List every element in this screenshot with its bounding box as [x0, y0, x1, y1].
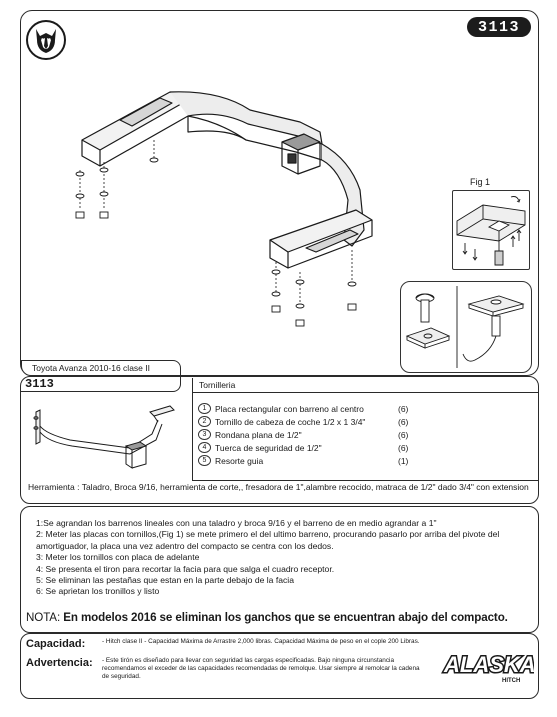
bolt-plate-detail	[400, 281, 532, 373]
list-item: 4: Se presenta el tiron para recortar la…	[36, 563, 335, 574]
list-item: 2: Meter las placas con tornillos,(Fig 1…	[36, 529, 500, 551]
installation-steps: 1:Se agrandan los barrenos lineales con …	[36, 518, 536, 598]
list-item: 5: Se eliminan las pestañas que estan en…	[36, 575, 294, 586]
note-body: En modelos 2016 se eliminan los ganchos …	[63, 611, 508, 624]
capacity-label: Capacidad:	[26, 638, 86, 650]
parts-list-title: Tornilleria	[192, 378, 538, 393]
steps-panel	[20, 506, 539, 633]
warning-text: - Este tirón es diseñado para llevar con…	[102, 657, 420, 680]
footer-panel	[20, 633, 539, 699]
part-number-badge: 3113	[467, 17, 531, 37]
note-label: NOTA:	[26, 611, 61, 624]
parts-code-label: 3113	[21, 377, 181, 392]
list-item: 1:Se agrandan los barrenos lineales con …	[36, 518, 437, 528]
brand-wordmark: ALASKA	[443, 652, 534, 677]
hitch-thumbnail	[30, 398, 180, 476]
parts-panel	[20, 376, 539, 504]
list-item: 6: Se aprietan los tronillos y listo	[36, 586, 160, 597]
vehicle-model-label: Toyota Avanza 2010-16 clase II	[21, 360, 181, 376]
warning-label: Advertencia:	[26, 657, 93, 669]
brand-subtitle: HITCH	[502, 678, 520, 684]
list-item: 3: Meter los tornillos con placa de adel…	[36, 552, 200, 563]
parts-list-frame	[192, 393, 538, 481]
fig1-label: Fig 1	[470, 177, 491, 187]
husky-dog-icon	[26, 20, 66, 60]
hitch-installation-drawing	[60, 70, 390, 350]
alaska-hitch-logo: ALASKA HITCH	[440, 642, 538, 690]
note-text: NOTA: En modelos 2016 se eliminan los ga…	[26, 611, 536, 624]
tools-required: Herramienta : Taladro, Broca 9/16, herra…	[28, 482, 529, 492]
capacity-text: - Hitch clase II - Capacidad Máxima de A…	[102, 638, 420, 645]
fig1-diagram	[452, 190, 530, 270]
